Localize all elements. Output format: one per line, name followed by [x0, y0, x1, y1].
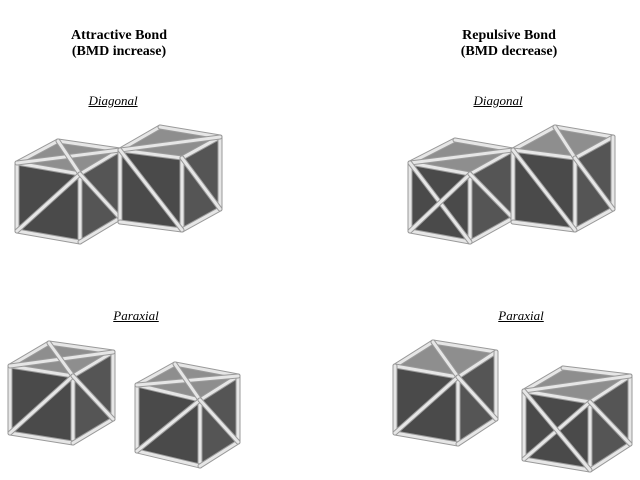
- repulsive-paraxial-cube-right-edge: [588, 400, 632, 446]
- repulsive-paraxial-cube-left-edge: [393, 375, 460, 435]
- repulsive-diagonal-cube-left-edge: [468, 216, 515, 244]
- repulsive-paraxial-cube-right-edge: [561, 366, 632, 378]
- attractive-diagonal-cube-left-edge: [78, 216, 122, 244]
- repulsive-paraxial-cube-right-edge: [522, 389, 592, 472]
- attractive-diagonal-cube-left-edge: [78, 148, 122, 176]
- repulsive-paraxial-cube-left-edge: [393, 340, 435, 368]
- attractive-paraxial-cube-right-edge: [135, 383, 202, 402]
- repulsive-paraxial-cube-left-edge: [393, 431, 460, 446]
- repulsive-diagonal-cube-left-edge: [453, 138, 515, 152]
- repulsive-paraxial-cube-left-edge: [393, 364, 460, 379]
- heading-repulsive-subtitle: (BMD decrease): [460, 44, 558, 59]
- label-diagonal-attractive: Diagonal: [88, 93, 138, 108]
- repulsive-diagonal-cube-left-edge: [408, 161, 472, 176]
- attractive-diagonal-cube-left-edge: [15, 229, 82, 244]
- repulsive-diagonal-cube-left-edge: [468, 148, 515, 176]
- repulsive-diagonal-cube-left: [407, 137, 516, 245]
- heading-attractive-subtitle: (BMD increase): [71, 44, 167, 59]
- attractive-diagonal-cube-left-edge: [56, 139, 82, 176]
- attractive-paraxial-cube-left-edge: [8, 431, 75, 445]
- repulsive-diagonal-cube-left-edge: [468, 172, 515, 220]
- heading-attractive-title: Attractive Bond: [70, 28, 168, 43]
- attractive-diagonal-cube-left-edge: [15, 139, 60, 165]
- repulsive-paraxial-cube-left: [392, 339, 499, 447]
- repulsive-paraxial-cube-right: [521, 365, 633, 473]
- attractive-paraxial-cube-left-edge: [71, 374, 115, 421]
- repulsive-diagonal-cube-right-edge: [553, 125, 577, 160]
- attractive-diagonal-cube-right-edge: [180, 207, 222, 232]
- attractive-paraxial-cube-right-edge: [135, 449, 202, 468]
- heading-repulsive: Repulsive Bond (BMD decrease): [409, 28, 609, 60]
- attractive-diagonal-cube-right-edge: [180, 135, 222, 160]
- attractive-paraxial-cube-right-edge: [135, 398, 202, 453]
- label-paraxial-attractive: Paraxial: [113, 308, 159, 323]
- attractive-paraxial-cube-left-edge: [8, 341, 51, 368]
- heading-repulsive-title: Repulsive Bond: [462, 28, 556, 43]
- repulsive-diagonal-cube-right-edge: [573, 135, 615, 160]
- attractive-paraxial-cube-right-edge: [198, 398, 240, 444]
- repulsive-diagonal-cube-right-edge: [511, 148, 577, 160]
- repulsive-paraxial-cube-left-edge: [456, 375, 498, 421]
- repulsive-diagonal-cube-right-edge: [573, 207, 615, 232]
- repulsive-paraxial-cube-right-edge: [522, 374, 632, 393]
- repulsive-paraxial-cube-left-edge: [456, 350, 498, 379]
- attractive-diagonal-cube-right: [117, 124, 223, 233]
- attractive-paraxial-cube-left-edge: [8, 374, 75, 435]
- repulsive-diagonal-cube-left-edge: [408, 229, 472, 244]
- attractive-diagonal-cube-right-edge: [180, 156, 222, 211]
- repulsive-paraxial-cube-left-edge: [431, 340, 498, 354]
- attractive-paraxial-cube-left-edge: [47, 341, 115, 354]
- attractive-diagonal-cube-right-edge: [118, 148, 184, 232]
- repulsive-diagonal-cube-left-edge: [408, 148, 515, 165]
- repulsive-paraxial-cube-right-edge: [588, 374, 632, 404]
- attractive-diagonal-cube-left-edge: [56, 139, 122, 152]
- attractive-paraxial-cube-right-edge: [135, 362, 177, 387]
- attractive-paraxial-cube-right-edge: [173, 362, 202, 402]
- attractive-diagonal-cube-right-edge: [118, 148, 184, 160]
- attractive-paraxial-cube-right-edge: [198, 374, 240, 402]
- attractive-paraxial-cube-right: [134, 361, 241, 469]
- attractive-diagonal-cube-right-edge: [118, 135, 222, 152]
- attractive-diagonal-cube-right-edge: [118, 220, 184, 232]
- label-paraxial-repulsive: Paraxial: [498, 308, 544, 323]
- repulsive-diagonal-cube-right-edge: [511, 220, 577, 232]
- heading-attractive: Attractive Bond (BMD increase): [19, 28, 219, 60]
- attractive-diagonal-cube-left-edge: [15, 172, 82, 233]
- repulsive-diagonal-cube-right: [510, 124, 616, 233]
- attractive-paraxial-cube-left-edge: [8, 364, 75, 378]
- repulsive-diagonal-cube-left-edge: [408, 138, 457, 165]
- attractive-diagonal-cube-left-edge: [78, 172, 122, 220]
- repulsive-diagonal-cube-right-edge: [511, 125, 557, 152]
- attractive-paraxial-cube-right-edge: [173, 362, 240, 378]
- attractive-paraxial-cube-left: [7, 340, 116, 446]
- attractive-diagonal-cube-right-edge: [118, 125, 162, 152]
- attractive-paraxial-cube-left-edge: [47, 341, 75, 378]
- attractive-diagonal-cube-right-edge: [158, 125, 222, 139]
- repulsive-paraxial-cube-left-edge: [456, 417, 498, 446]
- repulsive-paraxial-cube-right-edge: [522, 366, 565, 393]
- attractive-diagonal-cube-left: [14, 138, 123, 245]
- label-diagonal-repulsive: Diagonal: [473, 93, 523, 108]
- attractive-paraxial-cube-left-edge: [71, 350, 115, 378]
- repulsive-diagonal-cube-right-edge: [511, 148, 577, 232]
- repulsive-paraxial-cube-left-edge: [431, 340, 460, 379]
- attractive-paraxial-cube-right-edge: [198, 440, 240, 468]
- repulsive-diagonal-cube-right-edge: [553, 125, 615, 139]
- repulsive-paraxial-cube-right-edge: [588, 442, 632, 472]
- repulsive-paraxial-cube-right-edge: [522, 457, 592, 472]
- repulsive-diagonal-cube-right-edge: [573, 156, 615, 211]
- repulsive-paraxial-cube-right-edge: [522, 389, 592, 404]
- attractive-paraxial-cube-left-edge: [71, 417, 115, 445]
- attractive-diagonal-cube-left-edge: [15, 161, 82, 176]
- repulsive-diagonal-cube-left-edge: [408, 172, 472, 233]
